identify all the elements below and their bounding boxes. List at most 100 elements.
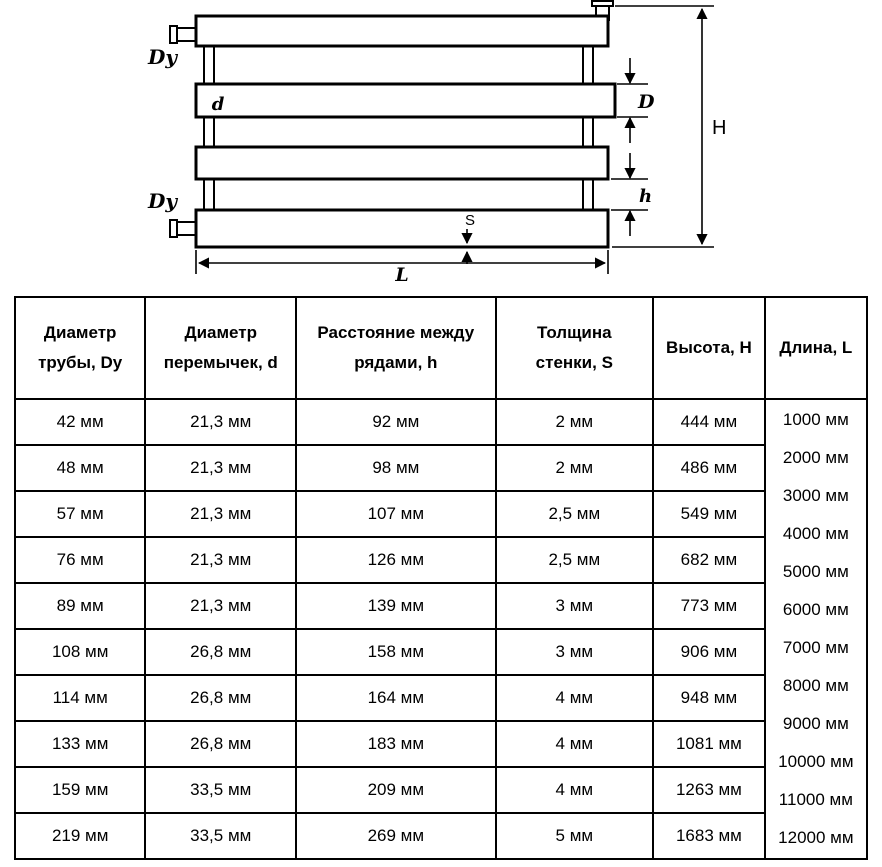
table-cell: 209 мм [295, 766, 497, 814]
label-d: d [212, 94, 225, 115]
label-S: S [465, 212, 475, 229]
label-h: h [639, 186, 652, 207]
pipes [194, 14, 617, 249]
table-cell: 21,3 мм [144, 490, 298, 538]
length-value: 1000 мм [782, 410, 849, 429]
table-cell: 5 мм [494, 812, 655, 860]
header-pipe-diameter: Диаметр трубы, Dy [13, 296, 147, 400]
diagram-area: Dy Dy d D h H S L [0, 0, 882, 294]
header-row: Диаметр трубы, Dy Диаметр перемычек, d Р… [13, 296, 869, 400]
header-row-spacing: Расстояние между рядами, h [295, 296, 497, 400]
length-value: 3000 мм [782, 486, 849, 505]
table-cell: 26,8 мм [144, 720, 298, 768]
table-cell: 4 мм [494, 766, 655, 814]
label-L: L [394, 264, 408, 286]
header-wall-thickness: Толщина стенки, S [494, 296, 655, 400]
table-cell: 158 мм [295, 628, 497, 676]
dimension-H [612, 5, 714, 248]
table-cell: 3 мм [494, 628, 655, 676]
table-cell: 183 мм [295, 720, 497, 768]
table-cell: 98 мм [295, 444, 497, 492]
table-cell: 4 мм [494, 720, 655, 768]
nozzle-left-top-flange [169, 25, 178, 44]
header-jumper-diameter: Диаметр перемычек, d [144, 296, 298, 400]
table-cell: 89 мм [13, 582, 147, 630]
dimension-L [195, 250, 609, 274]
nozzle-left-bottom-flange [169, 219, 178, 238]
pipe-row-2 [194, 82, 617, 119]
table-cell: 1263 мм [652, 766, 766, 814]
table-cell: 26,8 мм [144, 628, 298, 676]
table-cell: 773 мм [652, 582, 766, 630]
table-cell: 107 мм [295, 490, 497, 538]
table-cell: 4 мм [494, 674, 655, 722]
length-value: 10000 мм [778, 752, 854, 771]
table-cell: 21,3 мм [144, 398, 298, 446]
table-cell: 42 мм [13, 398, 147, 446]
length-value: 6000 мм [782, 600, 849, 619]
table-cell: 92 мм [295, 398, 497, 446]
table-cell: 114 мм [13, 674, 147, 722]
label-dy-top: Dy [147, 45, 178, 69]
header-height: Высота, H [652, 296, 766, 400]
length-value: 11000 мм [778, 790, 853, 809]
table-header: Диаметр трубы, Dy Диаметр перемычек, d Р… [13, 296, 869, 400]
table-cell: 21,3 мм [144, 444, 298, 492]
table-cell: 682 мм [652, 536, 766, 584]
table-cell: 33,5 мм [144, 812, 298, 860]
label-H: H [712, 117, 726, 139]
nozzle-top-right-flange [591, 0, 614, 7]
table-cell: 164 мм [295, 674, 497, 722]
spec-table-area: Диаметр трубы, Dy Диаметр перемычек, d Р… [13, 296, 869, 860]
length-value: 12000 мм [778, 828, 854, 847]
table-cell: 486 мм [652, 444, 766, 492]
table-cell: 906 мм [652, 628, 766, 676]
pipe-row-3 [194, 145, 610, 181]
nozzle-left-top [175, 27, 197, 42]
length-value: 7000 мм [782, 638, 849, 657]
table-cell: 133 мм [13, 720, 147, 768]
table-cell: 1683 мм [652, 812, 766, 860]
table-cell: 444 мм [652, 398, 766, 446]
table-cell: 1081 мм [652, 720, 766, 768]
length-value: 4000 мм [782, 524, 849, 543]
table-cell: 219 мм [13, 812, 147, 860]
dimension-h [611, 153, 648, 236]
table-cell: 21,3 мм [144, 582, 298, 630]
table-cell: 2 мм [494, 444, 655, 492]
table-cell: 2 мм [494, 398, 655, 446]
table-cell: 21,3 мм [144, 536, 298, 584]
length-value: 5000 мм [782, 562, 849, 581]
jumpers [203, 39, 594, 218]
table-cell: 948 мм [652, 674, 766, 722]
table-cell: 108 мм [13, 628, 147, 676]
dimension-D [617, 58, 648, 143]
table-cell: 26,8 мм [144, 674, 298, 722]
pipe-row-1 [194, 14, 610, 48]
table-cell: 3 мм [494, 582, 655, 630]
table-cell: 33,5 мм [144, 766, 298, 814]
spec-table: Диаметр трубы, Dy Диаметр перемычек, d Р… [13, 296, 869, 860]
table-cell: 126 мм [295, 536, 497, 584]
label-dy-bottom: Dy [147, 189, 178, 213]
table-cell: 2,5 мм [494, 536, 655, 584]
pipe-row-4 [194, 208, 610, 249]
header-length: Длина, L [763, 296, 869, 400]
label-D: D [637, 91, 655, 113]
table-cell: 269 мм [295, 812, 497, 860]
table-cell: 57 мм [13, 490, 147, 538]
table-cell: 139 мм [295, 582, 497, 630]
nozzle-left-bottom [175, 221, 197, 236]
table-cell: 76 мм [13, 536, 147, 584]
